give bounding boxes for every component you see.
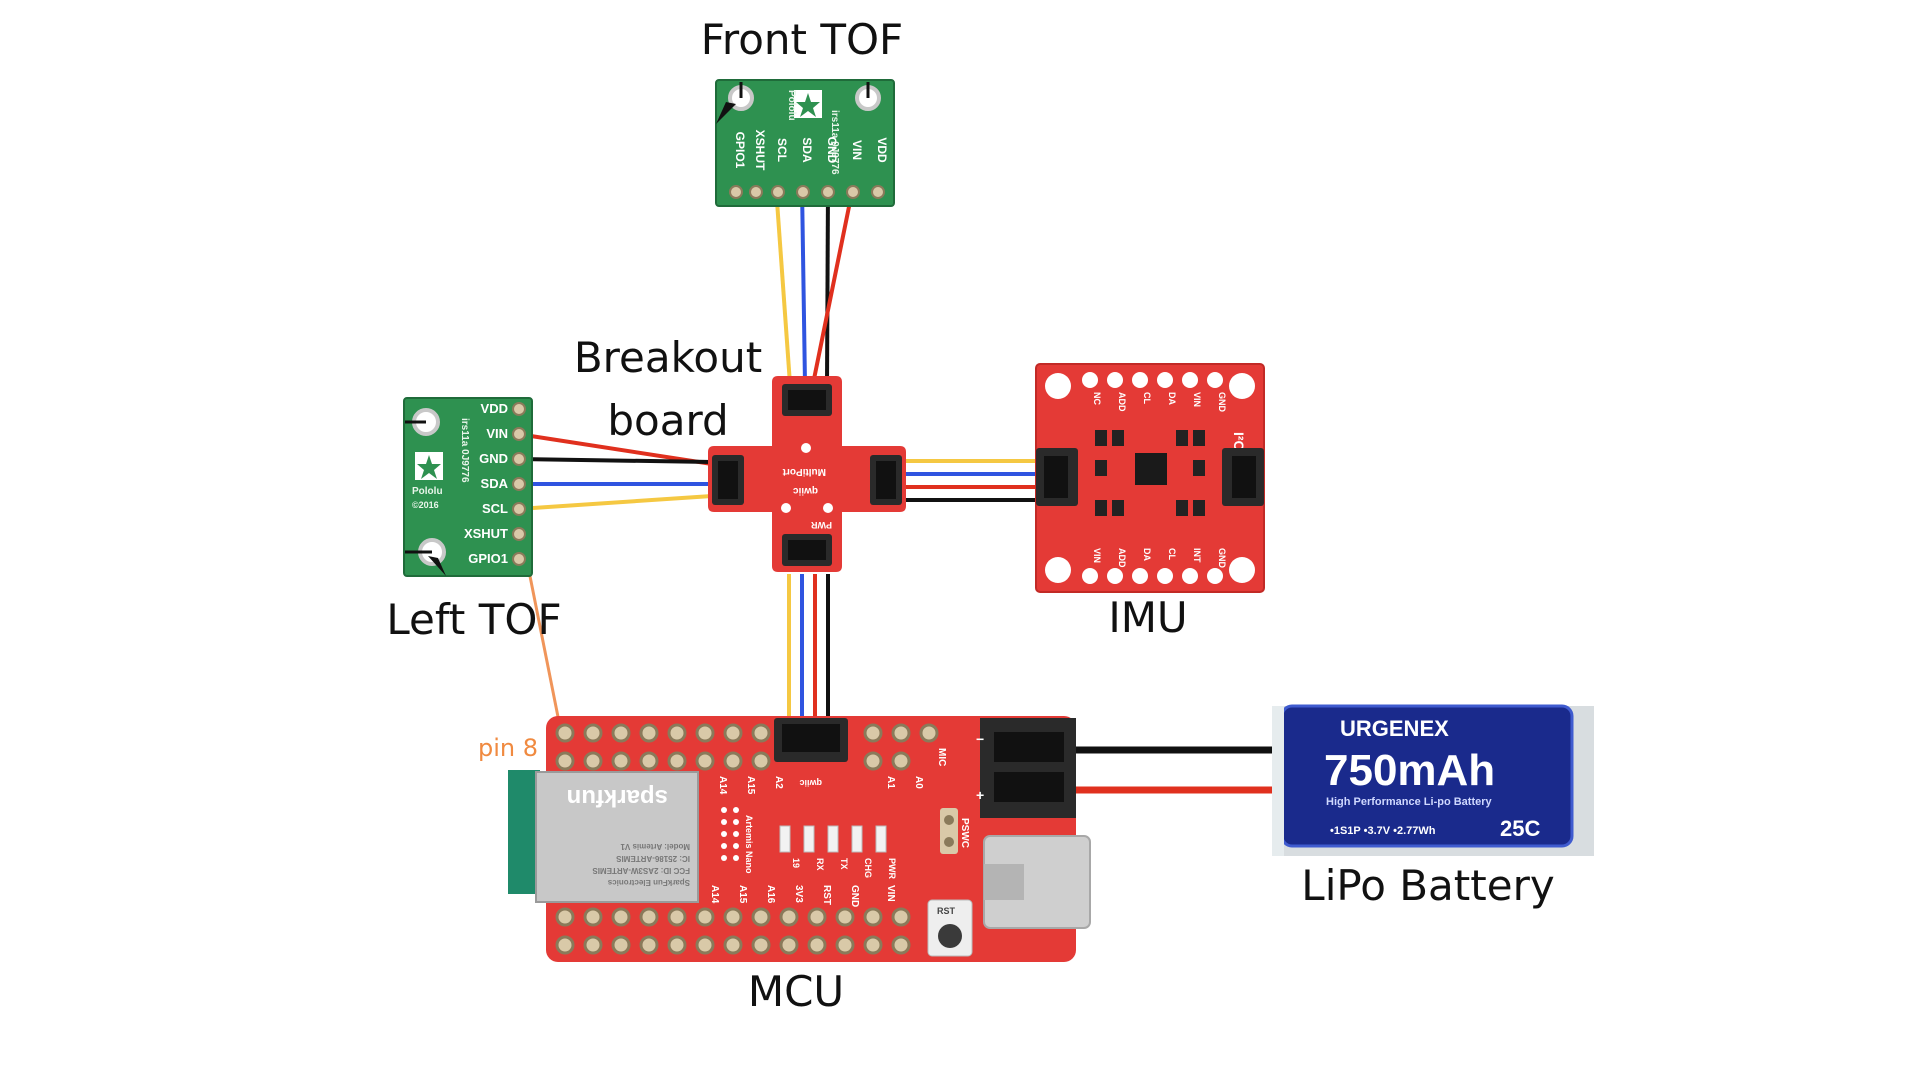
- breakout-pwr: PWR: [811, 520, 832, 530]
- mcu-bottom-pin-a15: A15: [737, 885, 748, 904]
- wire-left-scl: [517, 494, 713, 511]
- imu-pin-top-4: DA: [1167, 392, 1177, 405]
- imu-pin-bottom-2: ADD: [1117, 548, 1127, 568]
- wire-front-sda: [800, 186, 807, 385]
- left-tof-pin-scl: SCL: [482, 501, 508, 516]
- label-lipo-battery: LiPo Battery: [1301, 861, 1554, 910]
- mcu-led-rx: RX: [815, 858, 825, 871]
- battery-rating: 25C: [1500, 816, 1540, 841]
- lipo-battery: URGENEX 750mAh High Performance Li-po Ba…: [1272, 704, 1594, 856]
- label-imu: IMU: [1108, 593, 1187, 642]
- mcu-top-pin-a14: A14: [717, 776, 728, 795]
- imu-pin-top-1: NC: [1092, 392, 1102, 405]
- front-tof-pin-vdd: VDD: [875, 137, 889, 163]
- imu-pin-bottom-4: CL: [1167, 548, 1177, 560]
- front-tof-id: irs11a 0J9776: [829, 110, 840, 175]
- battery-subtitle: High Performance Li-po Battery: [1326, 796, 1493, 808]
- battery-brand: URGENEX: [1340, 716, 1449, 741]
- wire-left-gnd: [517, 457, 713, 464]
- mcu-rst-label: RST: [937, 906, 956, 916]
- mcu-board-name: Artemis Nano: [744, 815, 754, 874]
- mcu-bottom-pin-rst: RST: [821, 885, 832, 905]
- front-tof-pin-xshut: XSHUT: [753, 130, 767, 171]
- mcu-bottom-pin-gnd: GND: [849, 885, 860, 907]
- label-breakout-line2: board: [607, 396, 728, 445]
- front-tof-pin-gnd: GND: [825, 137, 839, 164]
- imu-i2c-label: I²C: [1231, 432, 1247, 451]
- mcu-batt-minus: −: [976, 731, 984, 747]
- label-front-tof: Front TOF: [701, 15, 903, 64]
- imu-pin-bottom-6: GND: [1217, 548, 1227, 569]
- front-tof-brand: Pololu: [786, 90, 797, 121]
- wire-front-gnd: [825, 186, 830, 385]
- mcu-batt-plus: +: [976, 787, 984, 803]
- imu-pin-bottom-3: DA: [1142, 548, 1152, 561]
- left-tof-pin-gpio1: GPIO1: [468, 551, 508, 566]
- wire-front-vin: [811, 186, 855, 385]
- mcu-bottom-pin-3v3: 3V3: [793, 885, 804, 903]
- imu-pin-top-2: ADD: [1117, 392, 1127, 412]
- mcu-qwiic-label: qwiic: [799, 778, 822, 788]
- mcu-module-line1: SparkFun Electronics: [607, 878, 690, 887]
- label-left-tof: Left TOF: [386, 595, 561, 644]
- label-mcu: MCU: [748, 967, 844, 1016]
- mcu-module-line3: IC: 25186-ARTEMIS: [616, 854, 690, 863]
- imu-pin-bottom-1: VIN: [1092, 548, 1102, 563]
- wire-front-scl: [774, 186, 792, 385]
- left-tof-board: Pololu ©2016 irs11a 0J9776 VDD VIN GND S…: [403, 397, 533, 577]
- mcu-top-pin-a0: A0: [913, 776, 924, 789]
- breakout-name: MultiPort: [782, 466, 826, 477]
- label-breakout-line1: Breakout: [574, 333, 762, 382]
- left-tof-year: ©2016: [412, 500, 439, 510]
- battery-specs: •1S1P •3.7V •2.77Wh: [1330, 825, 1436, 837]
- left-tof-pin-vin: VIN: [486, 426, 508, 441]
- left-tof-pin-sda: SDA: [481, 476, 509, 491]
- mcu-mic-label: MIC: [936, 748, 947, 766]
- label-pin8: pin 8: [478, 734, 538, 762]
- front-tof-pin-sda: SDA: [800, 137, 814, 163]
- imu-pin-top-6: GND: [1217, 392, 1227, 413]
- mcu-module-line2: FCC ID: 2AS3W-ARTEMIS: [592, 866, 690, 875]
- mcu-module-brand: sparkfun: [567, 784, 668, 811]
- imu-pin-top-3: CL: [1142, 392, 1152, 404]
- left-tof-brand: Pololu: [412, 486, 443, 497]
- mcu-top-pin-a15: A15: [745, 776, 756, 795]
- front-tof-pin-vin: VIN: [850, 140, 864, 160]
- front-tof-pin-scl: SCL: [775, 138, 789, 162]
- mcu-bottom-pin-a14: A14: [709, 885, 720, 904]
- imu-pin-bottom-5: INT: [1192, 548, 1202, 563]
- breakout-board: MultiPort qwiic PWR: [708, 376, 906, 572]
- mcu-pswc-label: PSWC: [959, 818, 970, 848]
- mcu-bottom-pin-a16: A16: [765, 885, 776, 904]
- front-tof-pin-gpio1: GPIO1: [733, 132, 747, 169]
- mcu-led-19: 19: [791, 858, 801, 868]
- front-tof-board: Pololu irs11a 0J9776 GPIO1 XSHUT SCL SDA…: [715, 79, 895, 207]
- imu-board: NC ADD CL DA VIN GND VIN ADD DA CL INT G…: [1035, 363, 1265, 593]
- mcu-led-tx: TX: [839, 858, 849, 870]
- left-tof-pin-vdd: VDD: [481, 401, 508, 416]
- mcu-bottom-pin-vin: VIN: [885, 885, 896, 902]
- mcu-top-pin-a1: A1: [885, 776, 896, 789]
- breakout-brand: qwiic: [793, 485, 818, 496]
- left-tof-pin-xshut: XSHUT: [464, 526, 508, 541]
- imu-pin-top-5: VIN: [1192, 392, 1202, 407]
- mcu-board: qwiic A14 A15 A2 A1 A0 MIC PSWC sparkfun…: [508, 716, 1091, 962]
- left-tof-id: irs11a 0J9776: [459, 418, 470, 483]
- mcu-led-chg: CHG: [863, 858, 873, 878]
- mcu-led-pwr: PWR: [887, 858, 897, 879]
- battery-capacity: 750mAh: [1324, 746, 1495, 795]
- wire-left-vin: [517, 432, 713, 466]
- mcu-module-line4: Model: Artemis V1: [620, 842, 690, 851]
- mcu-top-pin-a2: A2: [773, 776, 784, 789]
- left-tof-pin-gnd: GND: [479, 451, 508, 466]
- wires: [517, 186, 1278, 794]
